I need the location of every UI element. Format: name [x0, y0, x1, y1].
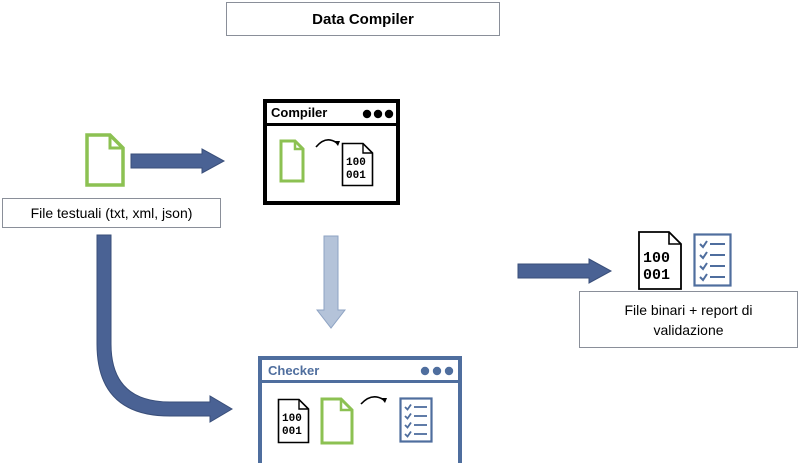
binary-line-1: 100: [643, 250, 671, 267]
text-file-icon: [85, 133, 125, 187]
text-file-icon: [320, 397, 354, 445]
arrow-source-to-checker: [96, 234, 233, 423]
binary-line-2: 001: [643, 267, 671, 284]
arrow-to-output: [517, 258, 613, 284]
compiler-window-title: Compiler: [271, 105, 328, 120]
compiler-window: Compiler 100 001: [263, 99, 400, 205]
compiler-window-titlebar: [267, 103, 396, 126]
checklist-report-icon: [399, 397, 433, 443]
binary-line-1: 100: [346, 157, 366, 169]
binary-line-2: 001: [346, 170, 366, 182]
checker-window: Checker 100 001: [258, 356, 462, 463]
binary-file-icon: 100 001: [637, 230, 683, 291]
binary-file-icon: 100 001: [277, 398, 310, 444]
source-files-label: File testuali (txt, xml, json): [2, 198, 221, 228]
transform-arc-icon: [360, 396, 387, 405]
binary-line-2: 001: [282, 426, 302, 438]
checker-window-title: Checker: [268, 363, 320, 378]
transform-arc-icon: [315, 139, 340, 148]
window-dots-icon: [420, 366, 454, 376]
arrow-source-to-compiler: [130, 148, 226, 174]
binary-file-icon: 100 001: [341, 142, 374, 187]
checker-window-titlebar: [262, 360, 458, 383]
text-file-icon: [279, 139, 305, 183]
output-files-label: File binari + report di validazione: [579, 291, 798, 348]
diagram-title: Data Compiler: [226, 2, 500, 36]
window-dots-icon: [362, 109, 394, 119]
binary-line-1: 100: [282, 413, 302, 425]
arrow-compiler-to-checker: [316, 235, 346, 329]
checklist-report-icon: [693, 233, 732, 287]
